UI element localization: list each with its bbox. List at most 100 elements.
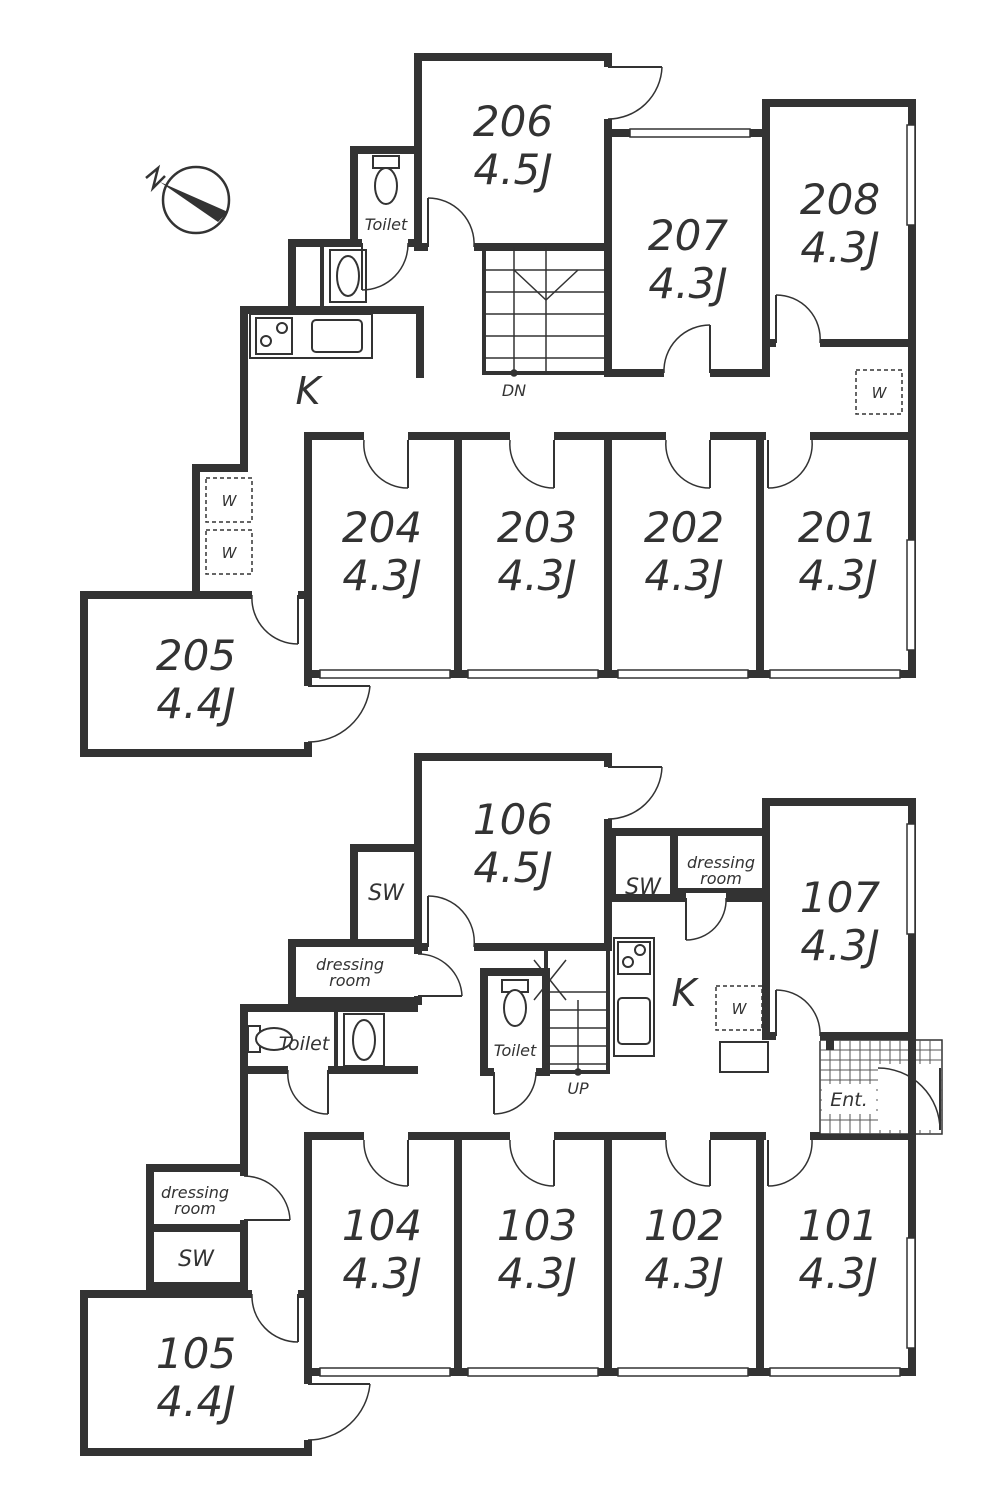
room-size: 4.4J <box>156 1377 235 1426</box>
door <box>287 1065 329 1115</box>
door <box>363 1131 409 1187</box>
entrance-tiles <box>819 1032 943 1136</box>
room-number: 202 <box>644 503 724 552</box>
door <box>361 238 409 291</box>
toilet-label: Toilet <box>494 1041 537 1060</box>
door <box>603 766 663 820</box>
sw-label: SW <box>625 875 662 900</box>
entrance-label: Ent. <box>830 1089 868 1111</box>
room-number: 208 <box>800 175 880 224</box>
washer-icon <box>715 985 763 1031</box>
window <box>617 669 749 679</box>
dressing-label: room <box>329 971 371 990</box>
window <box>617 1367 749 1377</box>
sw-label: SW <box>178 1247 215 1272</box>
dressing-label: dressing <box>161 1183 229 1202</box>
door <box>251 590 299 645</box>
room-number: 204 <box>342 503 422 552</box>
door <box>363 432 409 489</box>
room-105-walls <box>80 1290 312 1456</box>
dressing-label: room <box>700 869 742 888</box>
washbasin-icon <box>343 1013 385 1067</box>
window <box>906 539 916 651</box>
door <box>303 685 371 743</box>
door <box>685 893 727 941</box>
door <box>493 1067 537 1115</box>
window <box>319 1367 451 1377</box>
floor-1: 106 4.5J 107 4.3J 104 4.3J 103 4.3J 102 … <box>80 753 943 1456</box>
room-number: 102 <box>644 1201 724 1250</box>
washer-label: W <box>872 384 888 402</box>
toilet-icon <box>501 979 529 1027</box>
room-number: 206 <box>473 97 553 146</box>
stairs-label: DN <box>502 381 526 400</box>
room-size: 4.5J <box>473 843 552 892</box>
kitchen-label: K <box>672 971 700 1015</box>
washer-icon <box>205 529 253 575</box>
room-number: 106 <box>473 795 553 844</box>
washbasin-icon <box>329 249 367 303</box>
washer-label: W <box>222 492 238 510</box>
door <box>303 1383 371 1441</box>
toilet-label: Toilet <box>365 215 408 234</box>
room-size: 4.3J <box>800 223 879 272</box>
door <box>251 1289 299 1343</box>
window <box>906 1237 916 1349</box>
dressing-label: room <box>174 1199 216 1218</box>
sink-icon <box>311 319 363 353</box>
washer-icon <box>855 369 903 415</box>
dressing-label: dressing <box>687 853 755 872</box>
door <box>775 294 821 348</box>
door <box>239 1175 291 1221</box>
north-arrow-icon <box>145 164 231 235</box>
door <box>665 432 711 489</box>
stairs-label: UP <box>567 1079 589 1098</box>
window <box>906 823 916 935</box>
room-number: 205 <box>156 631 236 680</box>
door <box>663 324 711 378</box>
washer-label: W <box>222 544 238 562</box>
door <box>665 1131 711 1187</box>
shoe-cabinet <box>719 1041 769 1073</box>
room-size: 4.3J <box>342 1249 421 1298</box>
window <box>629 128 751 138</box>
door <box>413 953 463 997</box>
stove-icon <box>617 941 651 975</box>
window <box>467 1367 599 1377</box>
room-size: 4.4J <box>156 679 235 728</box>
dressing-room <box>670 828 770 896</box>
room-size: 4.3J <box>644 551 723 600</box>
floor-2: 206 4.5J 207 4.3J 208 4.3J 204 4.3J 203 … <box>80 53 916 757</box>
room-number: 107 <box>800 873 880 922</box>
door <box>766 432 813 489</box>
room-number: 201 <box>798 503 878 552</box>
room-size: 4.5J <box>473 145 552 194</box>
window <box>769 669 901 679</box>
stove-icon <box>255 317 293 355</box>
door <box>509 432 555 489</box>
sw-label: SW <box>368 881 405 906</box>
dressing-label: dressing <box>316 955 384 974</box>
room-number: 101 <box>798 1201 878 1250</box>
window <box>467 669 599 679</box>
room-size: 4.3J <box>342 551 421 600</box>
toilet-icon <box>247 1025 293 1053</box>
door <box>427 197 475 252</box>
room-number: 203 <box>497 503 577 552</box>
room-size: 4.3J <box>798 1249 877 1298</box>
washer-label: W <box>732 1000 748 1018</box>
toilet-icon <box>372 155 400 205</box>
room-size: 4.3J <box>800 921 879 970</box>
washer-icon <box>205 477 253 523</box>
room-size: 4.3J <box>644 1249 723 1298</box>
door <box>603 66 663 120</box>
room-size: 4.3J <box>497 551 576 600</box>
window <box>769 1367 901 1377</box>
room-size: 4.3J <box>798 551 877 600</box>
kitchen-label: K <box>296 369 324 413</box>
window <box>906 124 916 226</box>
door <box>775 989 821 1041</box>
room-size: 4.3J <box>648 259 727 308</box>
door <box>509 1131 555 1187</box>
